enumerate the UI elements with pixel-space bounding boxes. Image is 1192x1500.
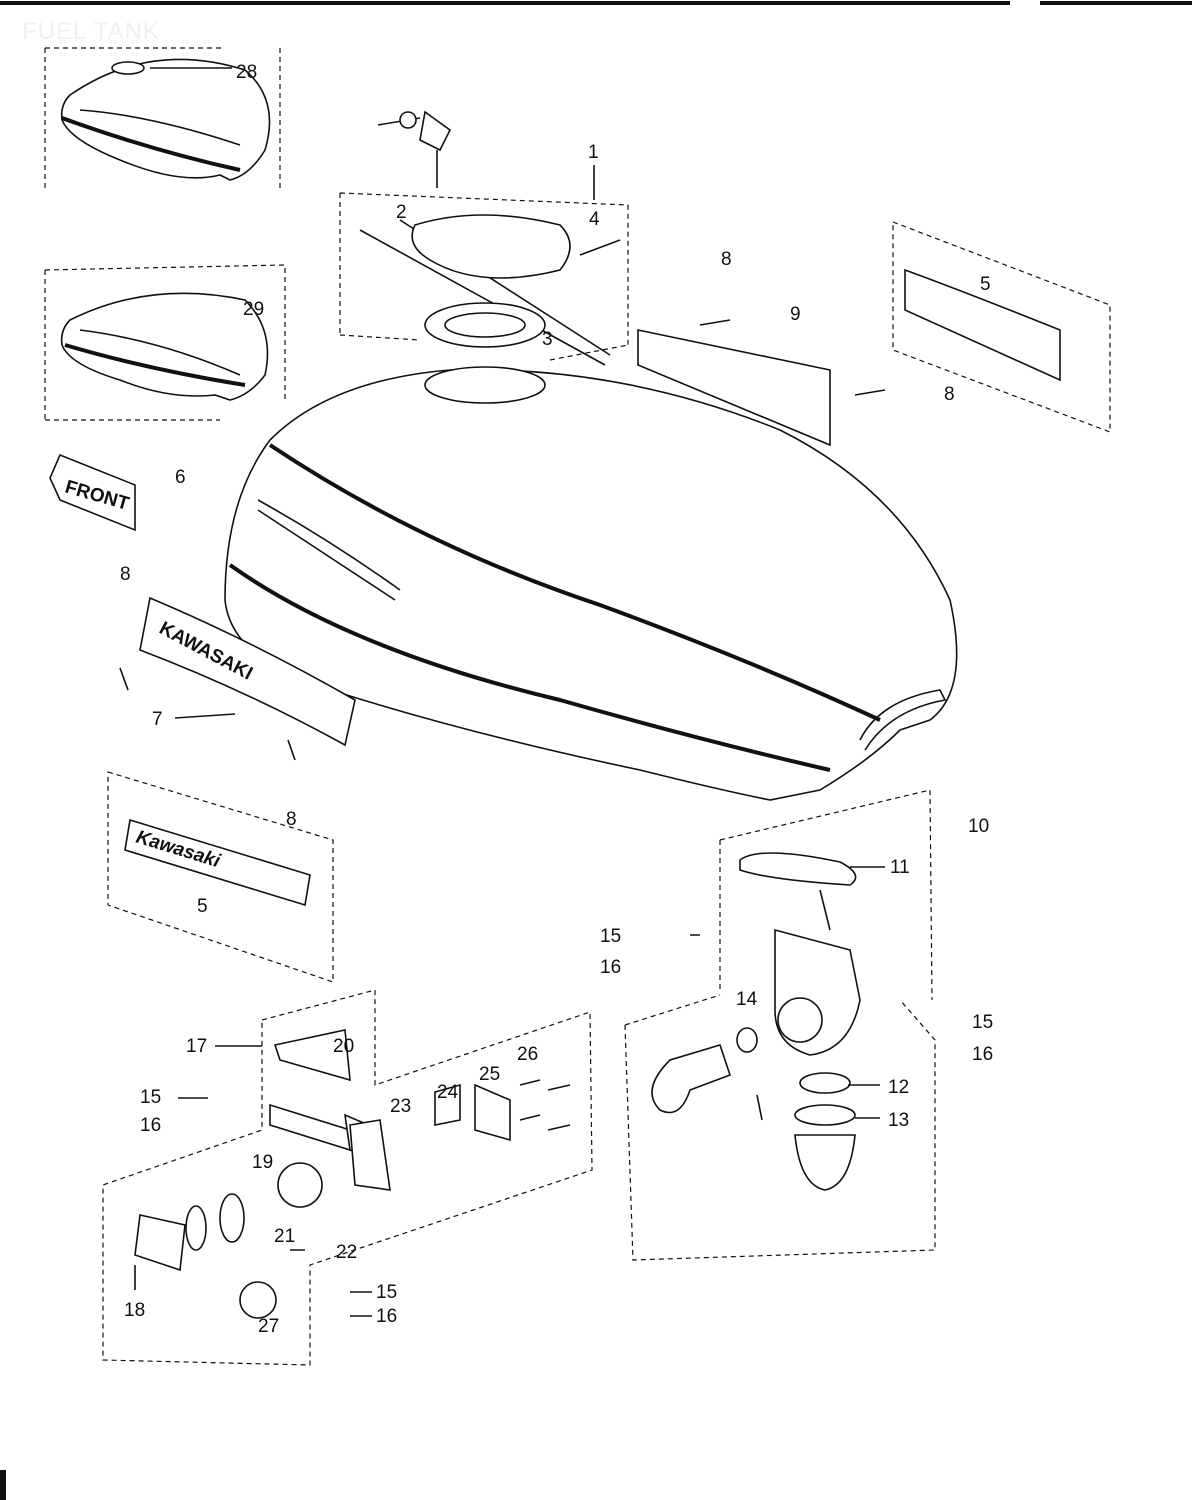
part-label-6: 6 xyxy=(175,467,186,488)
part-label-17: 17 xyxy=(186,1036,207,1057)
part-label-22: 22 xyxy=(336,1242,357,1263)
part-label-15: 15 xyxy=(140,1087,161,1108)
part-label-20: 20 xyxy=(333,1036,354,1057)
page-title: FUEL TANK xyxy=(22,18,160,45)
part-label-5: 5 xyxy=(980,274,991,295)
part-label-8: 8 xyxy=(721,249,732,270)
part-label-3: 3 xyxy=(542,329,553,350)
part-label-21: 21 xyxy=(274,1226,295,1247)
part-label-15: 15 xyxy=(972,1012,993,1033)
part-label-15: 15 xyxy=(600,926,621,947)
part-label-23: 23 xyxy=(390,1096,411,1117)
fuel-tank xyxy=(224,366,958,801)
part-label-16: 16 xyxy=(140,1115,161,1136)
part-label-25: 25 xyxy=(479,1064,500,1085)
part-label-10: 10 xyxy=(968,816,989,837)
part-label-28: 28 xyxy=(236,62,257,83)
part-label-7: 7 xyxy=(152,709,163,730)
front-arrow-decal: FRONT xyxy=(49,453,136,532)
part-label-26: 26 xyxy=(517,1044,538,1065)
part-label-19: 19 xyxy=(252,1152,273,1173)
part-label-13: 13 xyxy=(888,1110,909,1131)
part-label-16: 16 xyxy=(376,1306,397,1327)
part-label-9: 9 xyxy=(790,304,801,325)
kawasaki-badge-plate: Kawasaki xyxy=(107,771,334,983)
part-label-16: 16 xyxy=(600,957,621,978)
part-label-8: 8 xyxy=(120,564,131,585)
part-label-4: 4 xyxy=(589,209,600,230)
part-label-12: 12 xyxy=(888,1077,909,1098)
part-label-14: 14 xyxy=(736,989,758,1010)
part-label-16: 16 xyxy=(972,1044,993,1065)
part-label-27: 27 xyxy=(258,1316,279,1337)
decal-plate-5 xyxy=(892,221,1111,433)
part-label-8: 8 xyxy=(286,809,297,830)
fuel-cap-assembly xyxy=(339,165,629,366)
tank-variant-28 xyxy=(44,47,281,190)
part-label-2: 2 xyxy=(396,202,407,223)
key-lock xyxy=(377,110,452,188)
emblem-plate-9 xyxy=(637,319,886,447)
petcock-assembly-17 xyxy=(102,989,593,1366)
part-label-15: 15 xyxy=(376,1282,397,1303)
part-label-1: 1 xyxy=(588,142,599,163)
leader-lines xyxy=(134,67,885,1317)
part-label-29: 29 xyxy=(243,299,264,320)
part-label-24: 24 xyxy=(437,1082,459,1103)
part-label-8: 8 xyxy=(944,384,955,405)
part-label-11: 11 xyxy=(890,857,910,878)
kawasaki-side-emblem: KAWASAKI xyxy=(119,596,356,761)
part-label-18: 18 xyxy=(124,1300,145,1321)
tank-variant-29 xyxy=(44,264,286,421)
part-label-5: 5 xyxy=(197,896,208,917)
petcock-assembly-10 xyxy=(624,789,936,1261)
page-mark xyxy=(0,1470,6,1500)
